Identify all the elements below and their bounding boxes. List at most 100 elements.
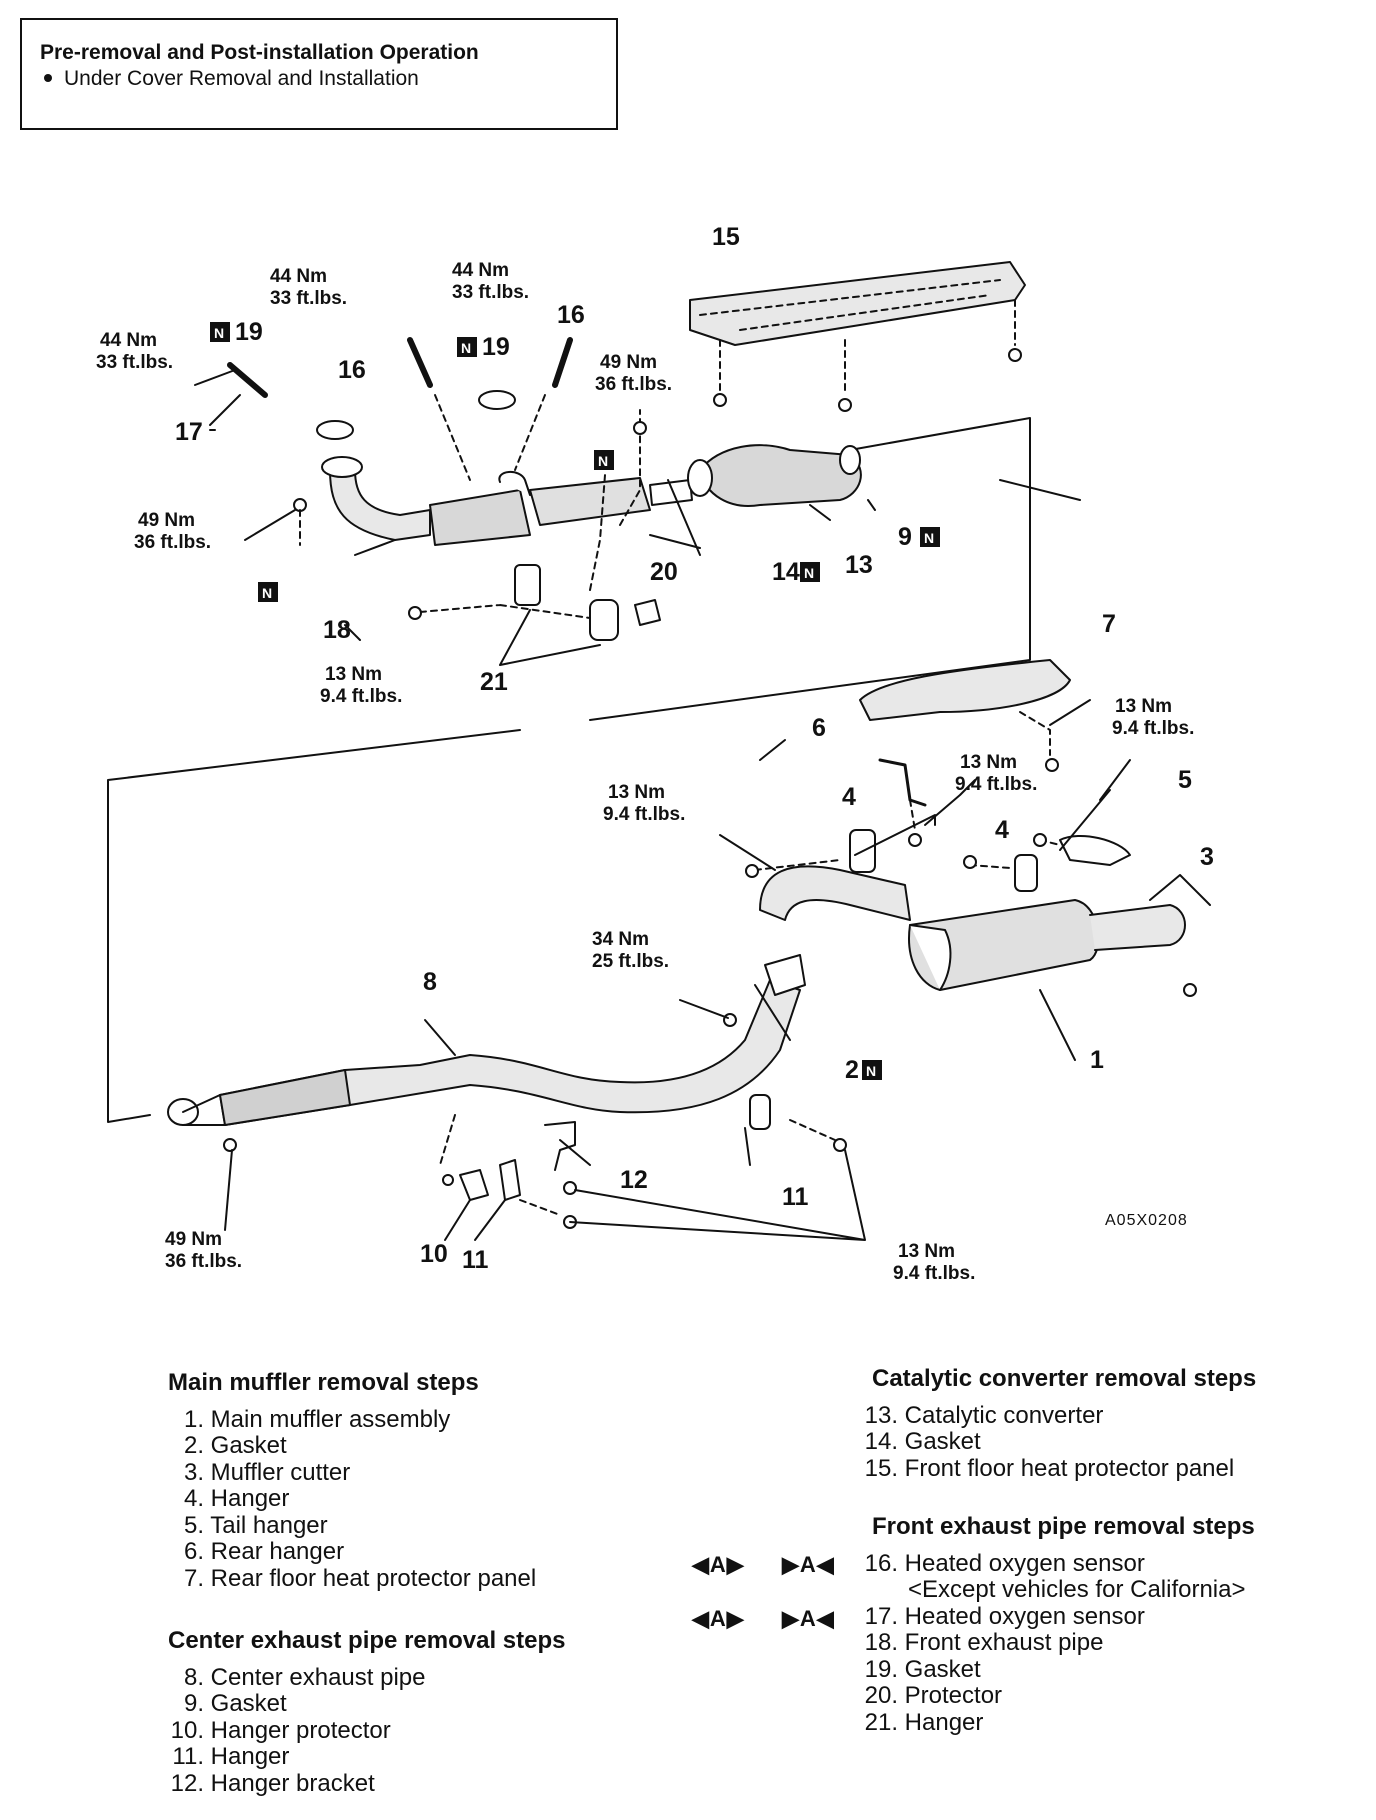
step-text: Center exhaust pipe [204, 1663, 426, 1691]
callout-19: 19 [482, 333, 510, 361]
step-item: 6. Rear hanger [168, 1538, 536, 1566]
step-number: 4. [183, 1485, 204, 1512]
callout-3: 3 [1200, 843, 1214, 871]
bolt-icon [713, 393, 727, 407]
step-text: Gasket [204, 1432, 287, 1459]
torque-44-nm-label: 44 Nm [100, 330, 157, 351]
n-marker: N [924, 530, 934, 546]
note-title: Pre-removal and Post-installation Operat… [40, 41, 479, 64]
step-text: Hanger [898, 1708, 984, 1736]
figure-code: A05X0208 [1105, 1212, 1188, 1229]
n-marker: N [866, 1063, 876, 1079]
bullet-icon [44, 73, 52, 82]
torque-36-ftlbs-label: 36 ft.lbs. [165, 1251, 242, 1272]
step-text: Rear floor heat protector panel [204, 1564, 537, 1592]
step-text: Protector [898, 1682, 1003, 1709]
step-number: 20. [864, 1682, 898, 1709]
callout-4: 4 [995, 816, 1009, 844]
n-marker: N [214, 325, 224, 341]
callout-16: 16 [338, 356, 366, 384]
step-text: Gasket [898, 1428, 981, 1455]
step-text: Hanger protector [204, 1716, 391, 1744]
resonator-front [529, 477, 651, 526]
step-item: 7. Rear floor heat protector panel [168, 1564, 537, 1593]
hanger-bracket [544, 1121, 576, 1171]
torque-33-ftlbs-label: 33 ft.lbs. [452, 282, 529, 303]
callout-6: 6 [812, 714, 826, 742]
step-number: 1. [183, 1405, 204, 1433]
center-pipe-steps: Center exhaust pipe removal steps 8. Cen… [168, 1627, 565, 1798]
step-item: 18. Front exhaust pipe [860, 1629, 1255, 1657]
step-text: Main muffler assembly [204, 1405, 451, 1433]
torque-9-4-ftlbs-label: 9.4 ft.lbs. [893, 1263, 975, 1284]
callout-16: 16 [557, 301, 585, 329]
step-number: 21. [864, 1708, 898, 1736]
step-item: 8. Center exhaust pipe [168, 1663, 565, 1692]
step-item: 12. Hanger bracket [168, 1770, 565, 1798]
step-item: 1. Main muffler assembly [168, 1405, 536, 1434]
muffler-inlet [759, 865, 911, 921]
main-muffler-steps: Main muffler removal steps 1. Main muffl… [168, 1369, 537, 1593]
step-text: Muffler cutter [204, 1458, 351, 1486]
hanger-11b [749, 1094, 771, 1130]
torque-44-nm-label: 44 Nm [452, 260, 509, 281]
step-item: 20. Protector [860, 1682, 1255, 1710]
center-exhaust-pipe [219, 979, 801, 1126]
step-text: Hanger [204, 1485, 290, 1512]
step-number: 18. [864, 1629, 898, 1656]
catalytic-title: Catalytic converter removal steps [872, 1365, 1257, 1392]
bolt-icon [838, 398, 852, 412]
step-item: 15. Front floor heat protector panel [860, 1454, 1256, 1483]
step-text: Front floor heat protector panel [898, 1454, 1235, 1482]
torque-9-4-ftlbs-label: 9.4 ft.lbs. [320, 686, 402, 707]
oxygen-sensor-16-left [407, 337, 433, 388]
step-item: 13. Catalytic converter [860, 1401, 1256, 1430]
torque-34-nm-label: 34 Nm [592, 929, 649, 950]
hanger-21a [514, 564, 541, 606]
front-exhaust-pipe [329, 469, 431, 541]
step-number: 15. [864, 1454, 898, 1482]
step-number: 10. [170, 1716, 204, 1744]
hanger-21b [589, 599, 619, 641]
bolt-icon [1008, 348, 1022, 362]
callout-21: 21 [480, 668, 508, 696]
callout-14: 14 [772, 558, 800, 586]
callout-20: 20 [650, 558, 678, 586]
removal-service-point-a: ◀A▶ [692, 1606, 745, 1631]
torque-44-nm-label: 44 Nm [270, 266, 327, 287]
step-text: Rear hanger [204, 1538, 345, 1565]
front-pipe-steps: Front exhaust pipe removal steps 16. Hea… [860, 1513, 1255, 1737]
callout-7: 7 [1102, 610, 1116, 638]
n-marker: N [804, 565, 814, 581]
callout-15: 15 [712, 223, 740, 251]
callout-10: 10 [420, 1240, 448, 1268]
step-item: 3. Muffler cutter [168, 1458, 536, 1487]
gasket-19-left [316, 420, 354, 440]
front-pipe-list: 16. Heated oxygen sensor<Except vehicles… [860, 1550, 1255, 1737]
step-number: 11. [172, 1743, 204, 1770]
step-subnote-text: <Except vehicles for California> [908, 1576, 1246, 1603]
step-number: 7. [183, 1564, 204, 1592]
step-number: 2. [183, 1432, 204, 1459]
callout-9: 9 [898, 523, 912, 551]
step-text: Heated oxygen sensor [898, 1602, 1145, 1630]
step-item: 16. Heated oxygen sensor [860, 1550, 1255, 1578]
torque-49-nm-label: 49 Nm [165, 1229, 222, 1250]
torque-25-ftlbs-label: 25 ft.lbs. [592, 951, 669, 972]
step-text: Catalytic converter [898, 1401, 1104, 1429]
step-number: 8. [183, 1663, 204, 1691]
center-flange [498, 471, 531, 496]
rear-hanger [878, 758, 927, 807]
catalytic-converter [699, 444, 862, 507]
exhaust-system-diagram: 44 Nm 33 ft.lbs. 44 Nm 33 ft.lbs. 44 Nm … [96, 223, 1214, 1284]
torque-13-nm-label: 13 Nm [608, 782, 665, 803]
callout-11: 11 [462, 1246, 489, 1274]
torque-9-4-ftlbs-label: 9.4 ft.lbs. [955, 774, 1037, 795]
protector-20 [634, 599, 661, 626]
torque-13-nm-label: 13 Nm [325, 664, 382, 685]
callout-19: 19 [235, 318, 263, 346]
installation-service-point-a: ▶A◀ [782, 1606, 835, 1631]
removal-service-point-a: ◀A▶ [692, 1552, 745, 1577]
step-number: 5. [183, 1511, 204, 1539]
